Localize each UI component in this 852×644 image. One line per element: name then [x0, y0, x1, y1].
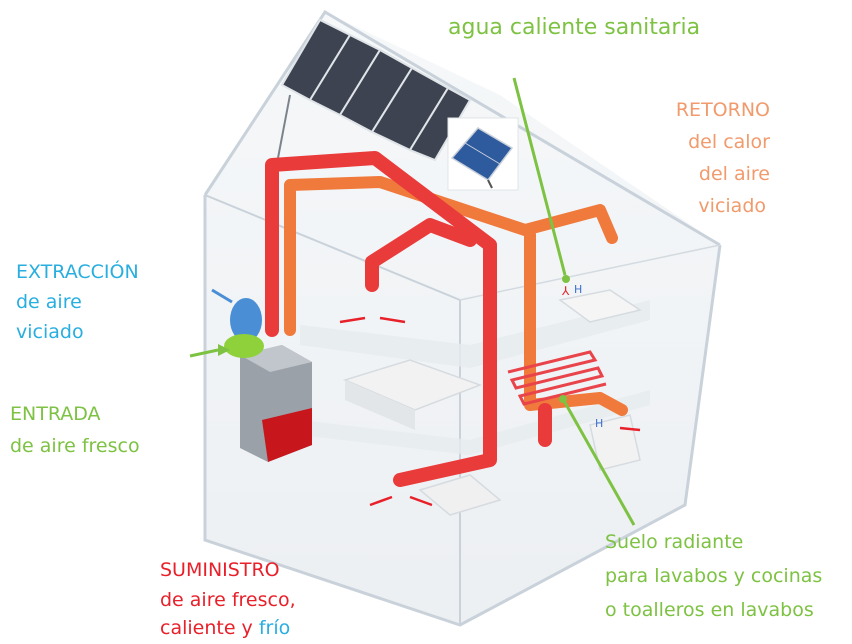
supply-label-line2: de aire fresco, — [160, 589, 296, 611]
return-label-line2: del calor — [688, 131, 770, 153]
extraction-label-line2: de aire — [16, 291, 82, 313]
faucet-icons: ⅄ H H — [561, 283, 603, 430]
hot-water-label: agua caliente sanitaria — [448, 15, 701, 40]
extraction-label-line1: EXTRACCIÓN — [16, 261, 139, 283]
radiant-floor-coil — [507, 350, 607, 406]
svg-text:⅄: ⅄ — [561, 284, 570, 298]
return-label-line4: viciado — [698, 195, 766, 217]
extraction-label-line3: viciado — [16, 321, 84, 343]
intake-arrowhead — [218, 344, 230, 356]
intake-arrow — [189, 348, 219, 358]
return-label-line3: del aire — [698, 163, 770, 185]
hot-water-leader-dot — [562, 275, 570, 283]
supply-ducts — [265, 151, 552, 487]
supply-label-cold: frío — [258, 617, 291, 639]
bed-side — [345, 380, 415, 430]
solar-panels — [269, 18, 472, 201]
radiant-floor-leader-dot — [559, 395, 567, 403]
airflow-arrows — [339, 316, 641, 507]
upper-floor-slab — [300, 300, 650, 368]
svg-text:H: H — [595, 417, 603, 430]
bathtub — [558, 289, 642, 323]
solar-collector-inset — [447, 117, 519, 191]
radiant-floor-label-line3: o toalleros en lavabos — [605, 599, 814, 621]
hot-water-leader — [512, 77, 567, 276]
intake-label-line2: de aire fresco — [10, 435, 140, 457]
supply-label-line3: caliente y frío — [160, 614, 290, 642]
exhaust-arrow — [211, 288, 233, 304]
svg-text:H: H — [574, 283, 582, 296]
furniture — [342, 289, 642, 516]
sofa — [418, 474, 502, 516]
radiant-floor-label-line2: para lavabos y cocinas — [605, 565, 823, 587]
intake-duct — [224, 334, 264, 358]
supply-label-line1: SUMINISTRO — [160, 559, 280, 581]
radiant-floor-label-line1: Suelo radiante — [605, 531, 744, 553]
radiant-floor-leader — [561, 398, 636, 526]
exhaust-duct — [230, 298, 262, 342]
supply-label-warm: caliente y — [160, 617, 259, 639]
lower-floor-slab — [300, 390, 650, 455]
heat-recovery-unit — [240, 345, 312, 462]
return-label-line1: RETORNO — [675, 99, 770, 121]
intake-label-line1: ENTRADA — [10, 403, 101, 425]
